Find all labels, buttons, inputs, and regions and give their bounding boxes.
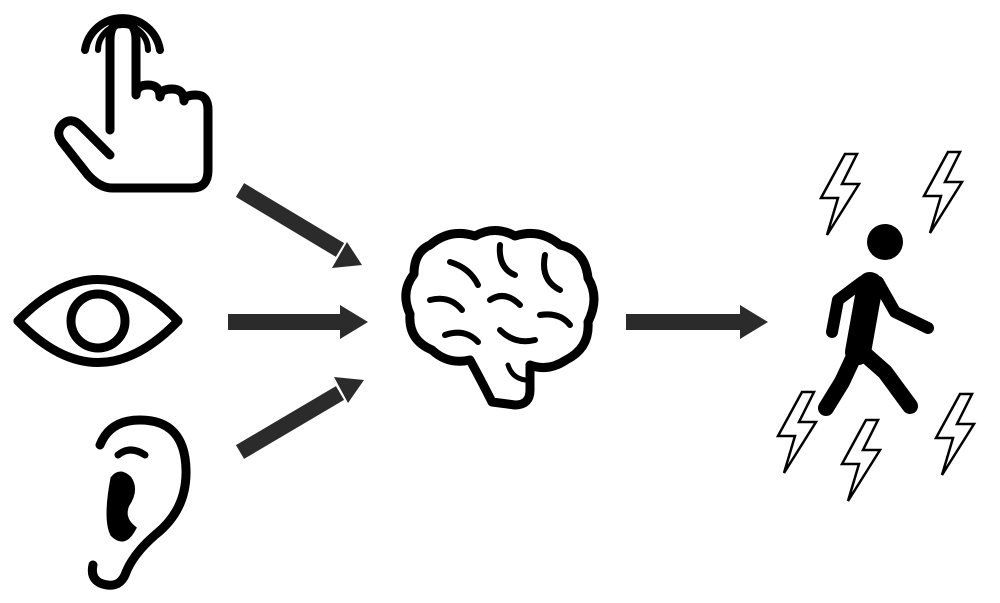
hand-pointer-icon	[54, 14, 213, 193]
lightning-bolts	[776, 150, 976, 503]
eye-icon	[13, 275, 183, 367]
arrow-vision-to-brain	[228, 305, 368, 339]
lightning-bolt-icon	[934, 392, 976, 477]
lightning-bolt-icon	[840, 418, 882, 503]
brain-icon	[401, 226, 599, 410]
lightning-bolt-icon	[922, 150, 964, 235]
ear-icon	[87, 415, 191, 590]
lightning-bolt-icon	[776, 390, 818, 475]
arrow-touch-to-brain	[235, 183, 362, 268]
arrow-brain-to-person	[626, 305, 768, 339]
arrow-hearing-to-brain	[235, 377, 364, 459]
lightning-bolt-icon	[819, 152, 861, 237]
walking-person-icon	[818, 224, 934, 416]
